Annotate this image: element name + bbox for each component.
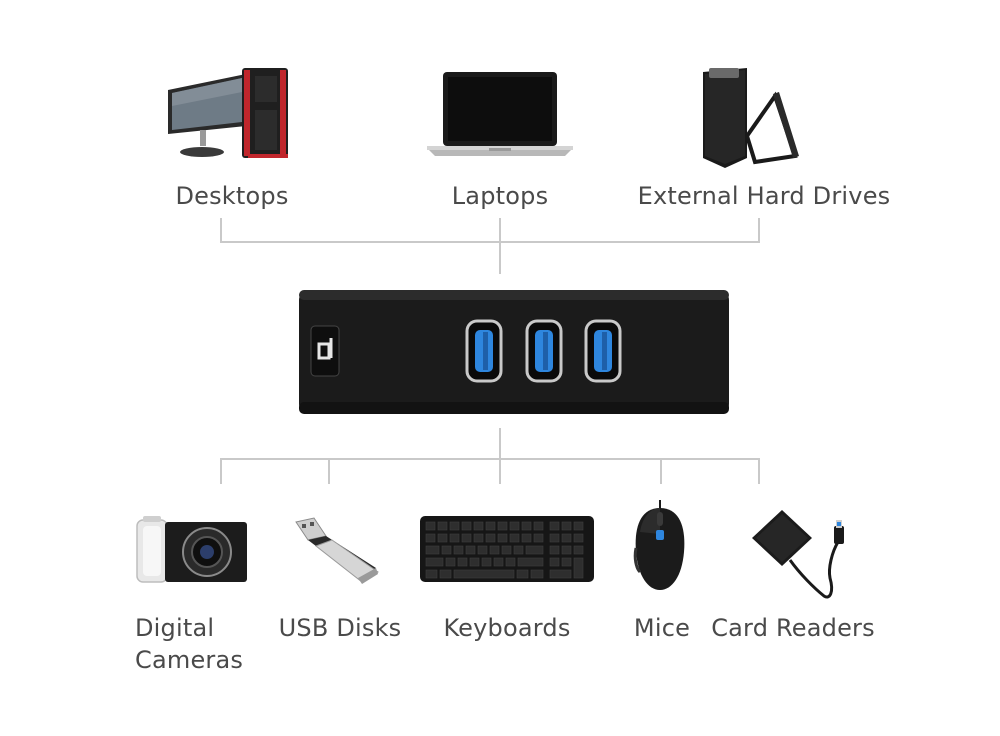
connector-drives-drop xyxy=(758,218,760,243)
connector-bottom-horizontal xyxy=(220,458,760,460)
mouse-icon xyxy=(630,498,690,594)
usb-port-icon xyxy=(584,319,622,383)
label-desktops: Desktops xyxy=(175,182,289,210)
hub-logo-icon xyxy=(310,325,340,377)
external-hard-drive-icon xyxy=(695,62,805,172)
connector-laptops-drop xyxy=(499,218,501,274)
label-keyboards: Keyboards xyxy=(443,614,571,642)
connector-card-readers-drop xyxy=(758,458,760,484)
desktop-computer-icon xyxy=(160,62,300,162)
usb-disk-icon xyxy=(286,516,382,586)
keyboard-icon xyxy=(418,514,596,586)
connector-usb-disks-drop xyxy=(328,458,330,484)
connector-mice-drop xyxy=(660,458,662,484)
usb-hub-icon xyxy=(297,288,733,420)
label-laptops: Laptops xyxy=(451,182,549,210)
usb-port-icon xyxy=(525,319,563,383)
label-digital-cameras-line1: Digital xyxy=(135,614,215,642)
connector-cameras-drop xyxy=(220,458,222,484)
label-digital-cameras-line2: Cameras xyxy=(135,646,244,674)
connector-hub-drop xyxy=(499,428,501,460)
card-reader-icon xyxy=(750,508,850,604)
label-usb-disks: USB Disks xyxy=(278,614,402,642)
usb-port-icon xyxy=(465,319,503,383)
connector-keyboards-drop xyxy=(499,458,501,484)
digital-camera-icon xyxy=(135,514,250,586)
connector-top-horizontal xyxy=(220,241,760,243)
label-external-hard-drives: External Hard Drives xyxy=(637,182,891,210)
connector-desktops-drop xyxy=(220,218,222,243)
label-mice: Mice xyxy=(633,614,691,642)
laptop-icon xyxy=(425,70,575,160)
label-card-readers: Card Readers xyxy=(711,614,875,642)
